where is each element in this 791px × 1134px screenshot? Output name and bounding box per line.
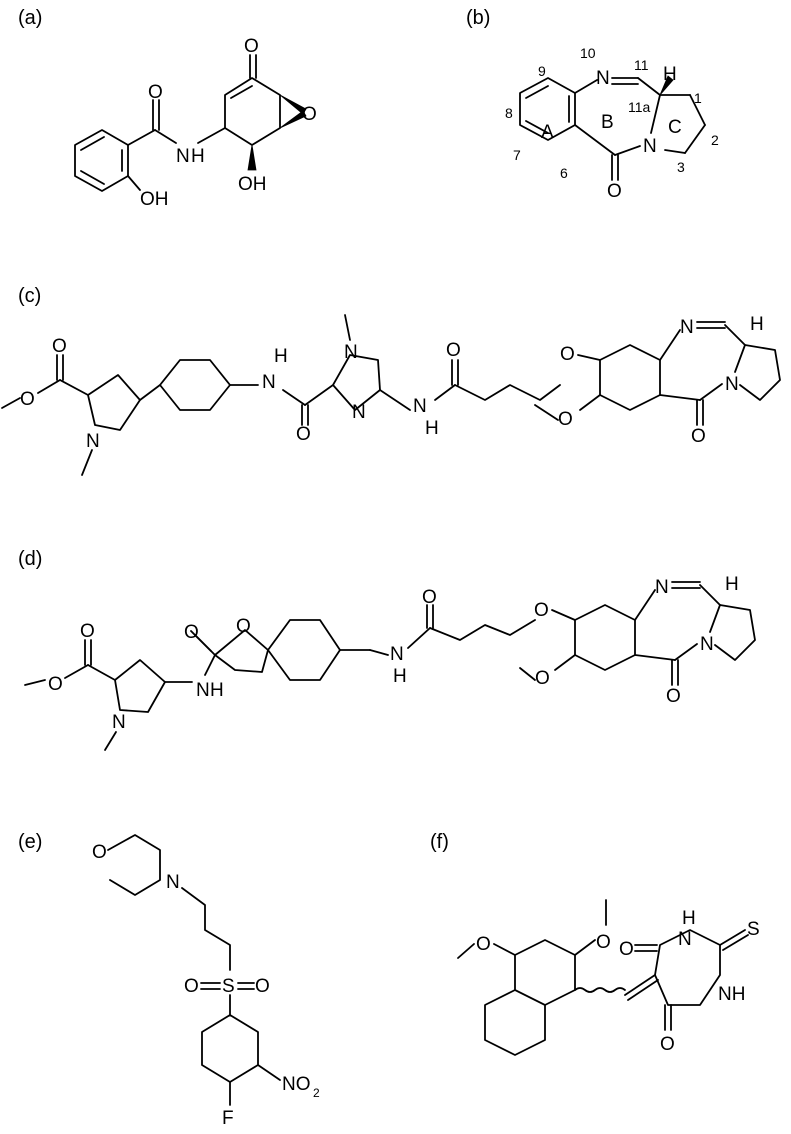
- panel-f: (f) O O O N H S NH O: [430, 831, 760, 1056]
- position-3: 3: [677, 159, 685, 175]
- atom-n-morpholine: N: [166, 872, 180, 893]
- atom-n-pbd1-d: N: [655, 577, 669, 598]
- atom-oh-phenol: OH: [140, 189, 169, 210]
- atom-o-amide1-d: O: [184, 622, 199, 643]
- atom-o-pbd-c: O: [691, 426, 706, 447]
- atom-o-amide2-d: O: [422, 587, 437, 608]
- atom-h-pbd-d: H: [725, 574, 739, 595]
- position-10: 10: [580, 45, 596, 61]
- atom-nh-top: N: [678, 929, 692, 950]
- atom-h1-c: H: [274, 346, 288, 367]
- panel-label-c: (c): [18, 285, 41, 307]
- naphthalene-ring-2: [484, 989, 546, 1056]
- phenyl-ring-c: [159, 359, 231, 411]
- atom-no2-subscript: 2: [313, 1086, 320, 1100]
- ring-label-b: B: [601, 112, 614, 133]
- atom-h-pbd-c: H: [750, 314, 764, 335]
- atom-no2: NO: [282, 1074, 311, 1095]
- panel-label-f: (f): [430, 831, 449, 853]
- position-6: 6: [560, 165, 568, 181]
- atom-o-sulfonyl-1: O: [184, 976, 199, 997]
- atom-o-ester-c: O: [20, 389, 35, 410]
- atom-n10: N: [596, 68, 610, 89]
- atom-o-ester-db-d: O: [80, 621, 95, 642]
- ring-label-c: C: [668, 117, 682, 138]
- atom-o-ether-d: O: [534, 600, 549, 621]
- panel-label-b: (b): [466, 7, 490, 29]
- atom-o-ether-c: O: [560, 344, 575, 365]
- position-11: 11: [634, 57, 649, 73]
- panel-e: (e) O N S O O F NO 2: [18, 831, 320, 1129]
- atom-o-ester-d: O: [48, 674, 63, 695]
- panel-d: (d) O O N N H O O N H O O O: [18, 548, 756, 751]
- atom-n-pbd2-c: N: [725, 374, 739, 395]
- atom-o-methoxy-2: O: [596, 932, 611, 953]
- atom-o-furan-d: O: [236, 616, 251, 637]
- atom-o-meo-c: O: [558, 409, 573, 430]
- atom-h-amide: H: [191, 146, 205, 167]
- atom-n-pyrrole-d: N: [112, 712, 126, 733]
- position-1: 1: [694, 90, 702, 106]
- atom-h-top: H: [682, 908, 696, 929]
- atom-n-pbd2-d: N: [700, 634, 714, 655]
- panel-c: (c) O O N N H O N N N H O O: [1, 285, 781, 476]
- atom-o-amide1-c: O: [296, 424, 311, 445]
- atom-o-amide: O: [148, 82, 163, 103]
- position-11a: 11a: [628, 99, 651, 115]
- atom-o-pbd-d: O: [666, 686, 681, 707]
- position-8: 8: [505, 105, 513, 121]
- atom-o-epoxide: O: [302, 104, 317, 125]
- position-7: 7: [513, 147, 521, 163]
- wavy-bond: [574, 987, 626, 993]
- ring-label-a: A: [541, 122, 554, 143]
- atom-o-amide2-c: O: [446, 340, 461, 361]
- atom-o-sulfonyl-2: O: [255, 976, 270, 997]
- atom-o-bottom: O: [660, 1034, 675, 1055]
- atom-h2-c: H: [425, 418, 439, 439]
- atom-n-imid-c: N: [344, 342, 358, 363]
- pbd-aromatic-ring-c: [599, 344, 661, 411]
- atom-h2-d: H: [393, 666, 407, 687]
- atom-nh2-c: N: [413, 396, 427, 417]
- atom-o-lactam: O: [607, 181, 622, 202]
- atom-o-top: O: [619, 939, 634, 960]
- atom-n-pyrrole-c: N: [86, 431, 100, 452]
- panel-label-a: (a): [18, 7, 42, 29]
- atom-o-morpholine: O: [92, 842, 107, 863]
- atom-o-ketone: O: [244, 36, 259, 57]
- atom-oh-2: OH: [238, 174, 267, 195]
- panel-b: (b) N H N O 10 11 11a 1 2 3 6 7 8 9 A B: [466, 7, 719, 202]
- position-2: 2: [711, 132, 719, 148]
- atom-o-ester-db-c: O: [52, 336, 67, 357]
- atom-nh2-d: N: [390, 644, 404, 665]
- atom-nh-right: NH: [718, 984, 745, 1005]
- atom-n4: N: [643, 136, 657, 157]
- atom-s-thione: S: [747, 919, 760, 940]
- atom-s: S: [222, 976, 235, 997]
- pbd-aromatic-ring-d: [574, 604, 636, 671]
- atom-o-methoxy-1: O: [476, 934, 491, 955]
- atom-nh1-d: N: [196, 680, 210, 701]
- atom-h1-d: H: [210, 680, 224, 701]
- atom-n-imid2-c: N: [352, 402, 366, 423]
- atom-n-pbd1-c: N: [680, 317, 694, 338]
- atom-nh-amide: N: [176, 146, 190, 167]
- benzene-ring-e: [201, 1014, 259, 1083]
- panel-a: (a) O N H OH O O OH: [18, 7, 317, 210]
- atom-o-meo-d: O: [535, 668, 550, 689]
- position-9: 9: [538, 63, 546, 79]
- panel-label-d: (d): [18, 548, 42, 570]
- benzofuran-benzene-d: [267, 619, 341, 681]
- atom-f: F: [222, 1108, 234, 1129]
- atom-nh1-c: N: [262, 372, 276, 393]
- panel-label-e: (e): [18, 831, 42, 853]
